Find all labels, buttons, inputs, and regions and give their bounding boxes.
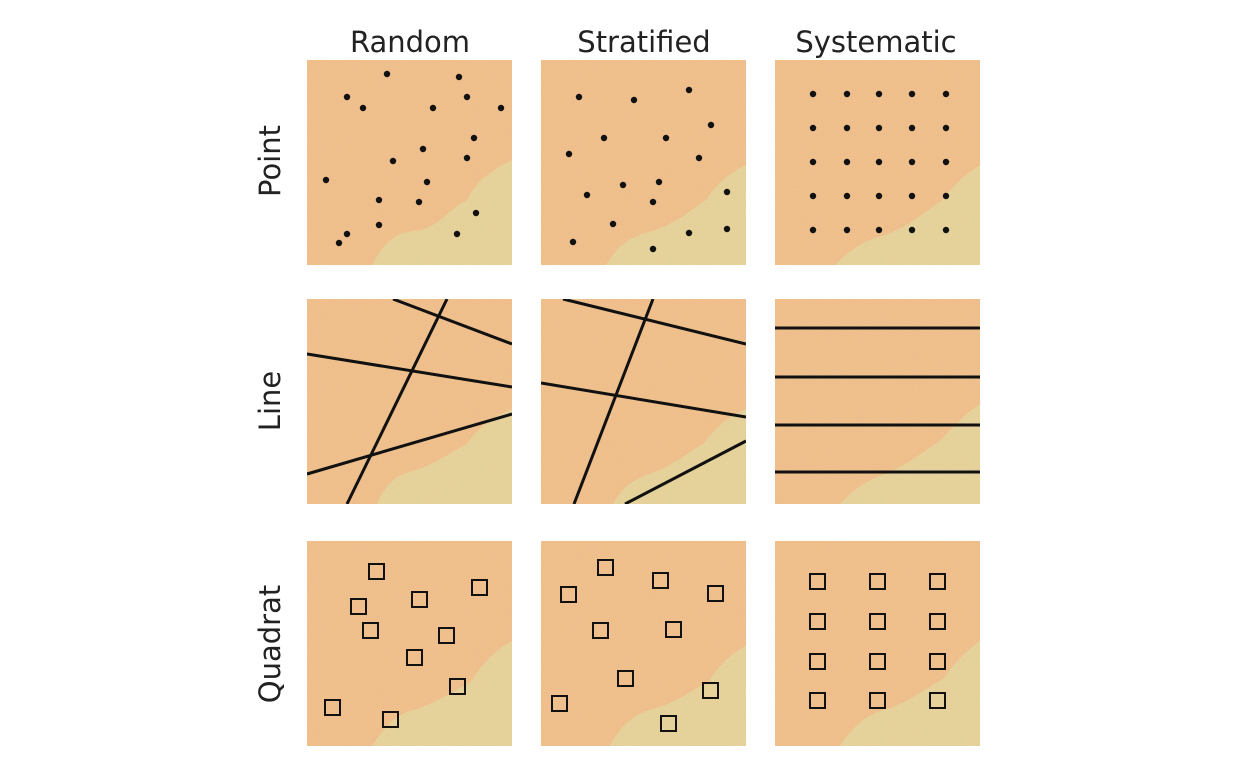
quadrats <box>551 559 724 732</box>
column-header-random: Random <box>349 25 471 59</box>
habitat-region <box>840 404 980 504</box>
panel-point-stratified <box>541 60 746 265</box>
quadrats <box>324 563 488 728</box>
row-label-point: Point <box>253 125 287 198</box>
quadrats <box>809 573 946 709</box>
panel-line-random <box>307 299 512 504</box>
panel-line-stratified <box>541 299 746 504</box>
habitat-region <box>606 165 746 265</box>
habitat-region <box>835 165 980 265</box>
column-header-systematic: Systematic <box>795 25 957 59</box>
panel-point-random <box>307 60 512 265</box>
transect-lines <box>307 299 512 504</box>
panel-line-systematic <box>775 299 980 504</box>
sample-points <box>565 86 731 253</box>
panel-quadrat-random <box>307 541 512 746</box>
sample-points <box>809 90 950 234</box>
transect-lines <box>775 326 980 474</box>
habitat-region <box>609 646 746 746</box>
panel-point-systematic <box>775 60 980 265</box>
habitat-region <box>840 641 980 746</box>
habitat-region <box>372 160 512 265</box>
habitat-region <box>613 409 746 504</box>
column-header-stratified: Stratified <box>577 25 711 59</box>
habitat-region <box>377 409 512 504</box>
row-label-line: Line <box>253 370 287 432</box>
panel-quadrat-stratified <box>541 541 746 746</box>
transect-lines <box>541 299 746 504</box>
habitat-region <box>372 641 512 746</box>
sample-points <box>322 70 505 247</box>
panel-quadrat-systematic <box>775 541 980 746</box>
row-label-quadrat: Quadrat <box>253 584 287 704</box>
